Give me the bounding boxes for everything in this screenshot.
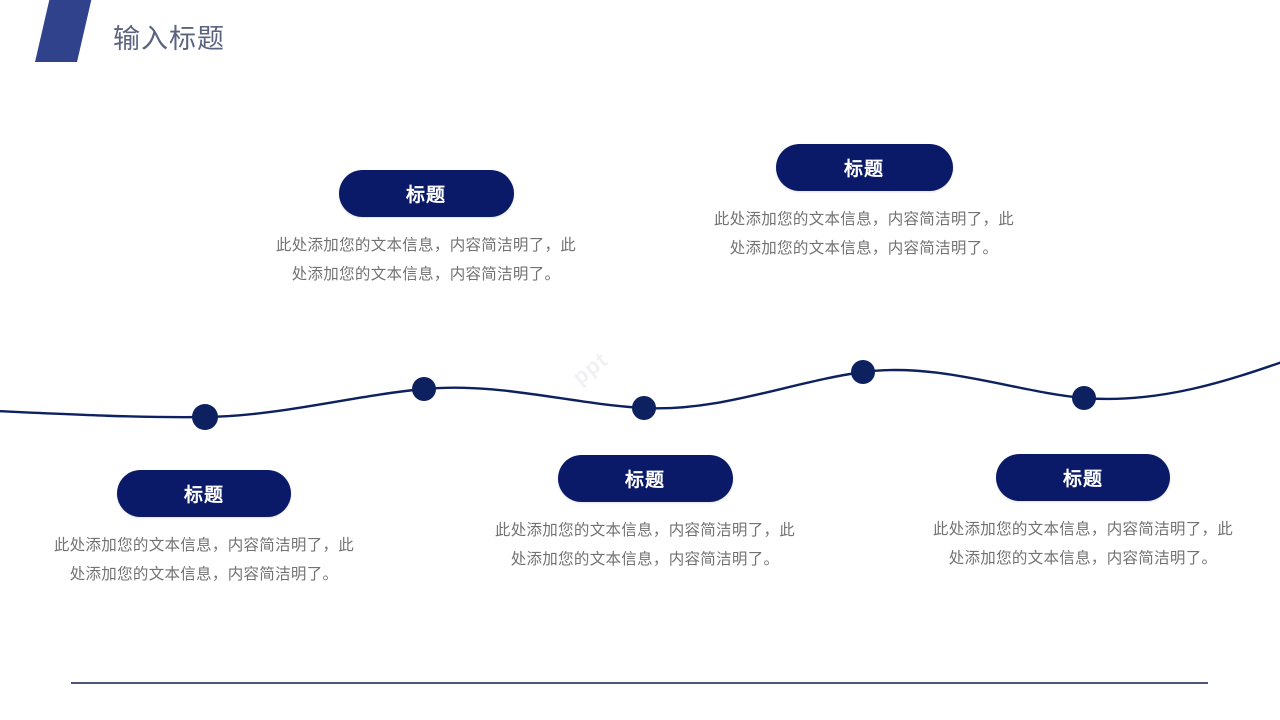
node-top-1-description: 此处添加您的文本信息，内容简洁明了，此处添加您的文本信息，内容简洁明了。	[275, 237, 577, 283]
page-title: 输入标题	[113, 24, 225, 54]
node-bottom-1-label[interactable]: 标题	[117, 470, 291, 517]
timeline-dot-3[interactable]	[632, 396, 656, 420]
node-top-2: 标题 此处添加您的文本信息，内容简洁明了，此处添加您的文本信息，内容简洁明了。	[709, 144, 1019, 263]
node-bottom-3-description: 此处添加您的文本信息，内容简洁明了，此处添加您的文本信息，内容简洁明了。	[932, 521, 1234, 567]
timeline-dot-2[interactable]	[412, 377, 436, 401]
node-bottom-3-label[interactable]: 标题	[996, 454, 1170, 501]
node-top-2-label[interactable]: 标题	[775, 144, 953, 191]
header-accent-shape	[35, 0, 92, 62]
timeline-dot-1[interactable]	[192, 404, 218, 430]
watermark: ppt	[567, 347, 613, 390]
node-bottom-1-description: 此处添加您的文本信息，内容简洁明了，此处添加您的文本信息，内容简洁明了。	[53, 537, 355, 583]
timeline-dot-4[interactable]	[851, 360, 875, 384]
timeline-dot-5[interactable]	[1072, 386, 1096, 410]
node-top-1: 标题 此处添加您的文本信息，内容简洁明了，此处添加您的文本信息，内容简洁明了。	[271, 170, 581, 289]
footer-divider	[71, 682, 1208, 684]
node-bottom-2-description: 此处添加您的文本信息，内容简洁明了，此处添加您的文本信息，内容简洁明了。	[494, 522, 796, 568]
node-bottom-3: 标题 此处添加您的文本信息，内容简洁明了，此处添加您的文本信息，内容简洁明了。	[928, 454, 1238, 573]
slide-header: 输入标题	[0, 0, 1280, 80]
node-bottom-2: 标题 此处添加您的文本信息，内容简洁明了，此处添加您的文本信息，内容简洁明了。	[490, 455, 800, 574]
node-top-2-description: 此处添加您的文本信息，内容简洁明了，此处添加您的文本信息，内容简洁明了。	[713, 211, 1015, 257]
node-bottom-2-label[interactable]: 标题	[557, 455, 733, 502]
node-top-1-label[interactable]: 标题	[338, 170, 514, 217]
node-bottom-1: 标题 此处添加您的文本信息，内容简洁明了，此处添加您的文本信息，内容简洁明了。	[49, 470, 359, 589]
